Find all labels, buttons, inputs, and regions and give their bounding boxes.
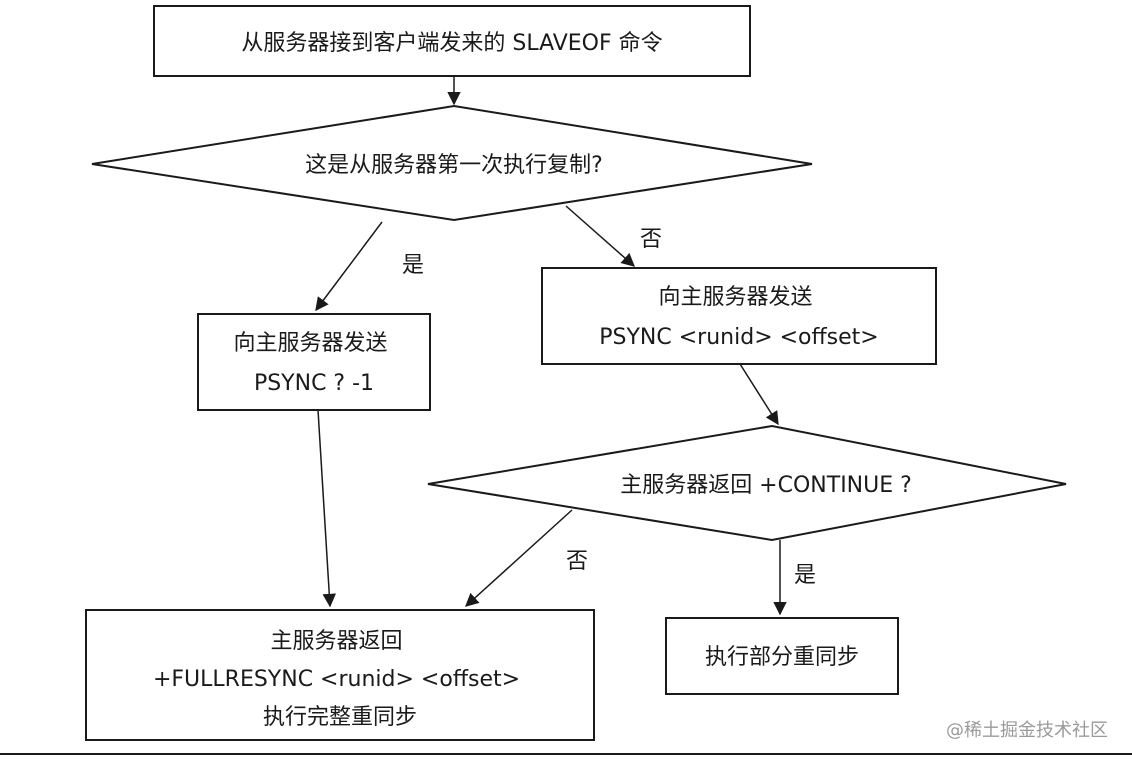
start-line: 从服务器接到客户端发来的 SLAVEOF 命令 xyxy=(241,31,662,56)
partial-resync-line: 执行部分重同步 xyxy=(705,645,859,670)
full-resync-line-3: 执行完整重同步 xyxy=(263,705,417,730)
send-full-line-2: PSYNC ? -1 xyxy=(254,371,374,396)
first-check-line: 这是从服务器第一次执行复制? xyxy=(305,153,603,178)
label-continue-no: 否 xyxy=(566,549,588,574)
first-check-diamond xyxy=(91,104,813,222)
continue-check-text: 主服务器返回 +CONTINUE ? xyxy=(620,473,912,498)
start-box xyxy=(153,5,751,77)
edge-partial-to-continue xyxy=(739,363,779,426)
send-partial-box xyxy=(541,267,937,365)
edge-check-yes xyxy=(315,221,383,312)
edge-continue-no xyxy=(464,509,573,607)
label-first-yes: 是 xyxy=(402,253,424,278)
send-full-text: 向主服务器发送 PSYNC ? -1 xyxy=(233,331,394,396)
full-resync-line-2: +FULLRESYNC <runid> <offset> xyxy=(153,667,520,692)
edge-full-to-resync xyxy=(317,409,336,608)
full-resync-box xyxy=(85,609,595,741)
continue-check-diamond xyxy=(427,424,1067,542)
first-check-text: 这是从服务器第一次执行复制? xyxy=(305,153,603,178)
continue-check-line: 主服务器返回 +CONTINUE ? xyxy=(620,473,912,498)
send-partial-line-1: 向主服务器发送 xyxy=(658,285,812,310)
partial-resync-text: 执行部分重同步 xyxy=(705,645,859,670)
partial-resync-box xyxy=(665,617,899,695)
send-full-box xyxy=(197,313,431,411)
label-continue-yes: 是 xyxy=(794,563,816,588)
send-full-line-1: 向主服务器发送 xyxy=(233,331,387,356)
start-text: 从服务器接到客户端发来的 SLAVEOF 命令 xyxy=(241,31,662,56)
edge-check-no xyxy=(565,205,636,267)
watermark-text: @稀土掘金技术社区 xyxy=(946,720,1108,741)
full-resync-text: 主服务器返回 +FULLRESYNC <runid> <offset> 执行完整… xyxy=(153,629,527,730)
label-first-no: 否 xyxy=(640,227,662,252)
full-resync-line-1: 主服务器返回 xyxy=(270,629,402,654)
send-partial-text: 向主服务器发送 PSYNC <runid> <offset> xyxy=(599,285,878,350)
send-partial-line-2: PSYNC <runid> <offset> xyxy=(599,325,878,350)
